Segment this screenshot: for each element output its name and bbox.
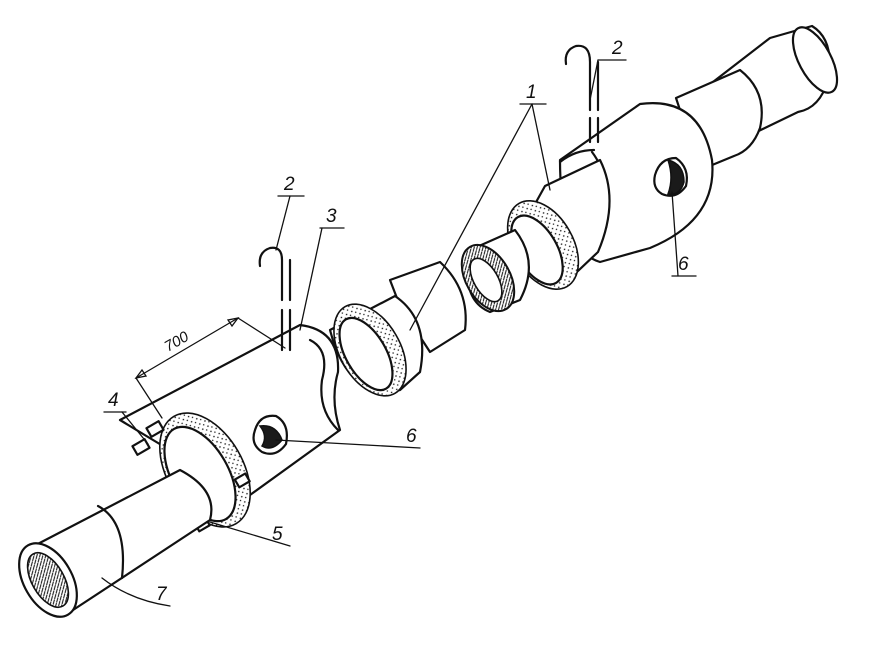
right-insulation-joint [460,158,611,314]
label-6-right: 6 [678,254,689,275]
label-6-left: 6 [406,426,417,447]
dimension-label: 700 [162,328,193,356]
label-4: 4 [108,390,119,411]
label-1: 1 [526,82,537,103]
label-3: 3 [326,206,337,227]
leader-lines [101,59,697,607]
label-2-left: 2 [283,174,295,195]
inner-pipe [18,468,213,618]
label-5: 5 [272,524,283,545]
dimension-line [134,317,286,419]
middle-insulation-joint [328,260,467,397]
label-2-right: 2 [611,38,623,59]
label-7: 7 [156,584,168,605]
